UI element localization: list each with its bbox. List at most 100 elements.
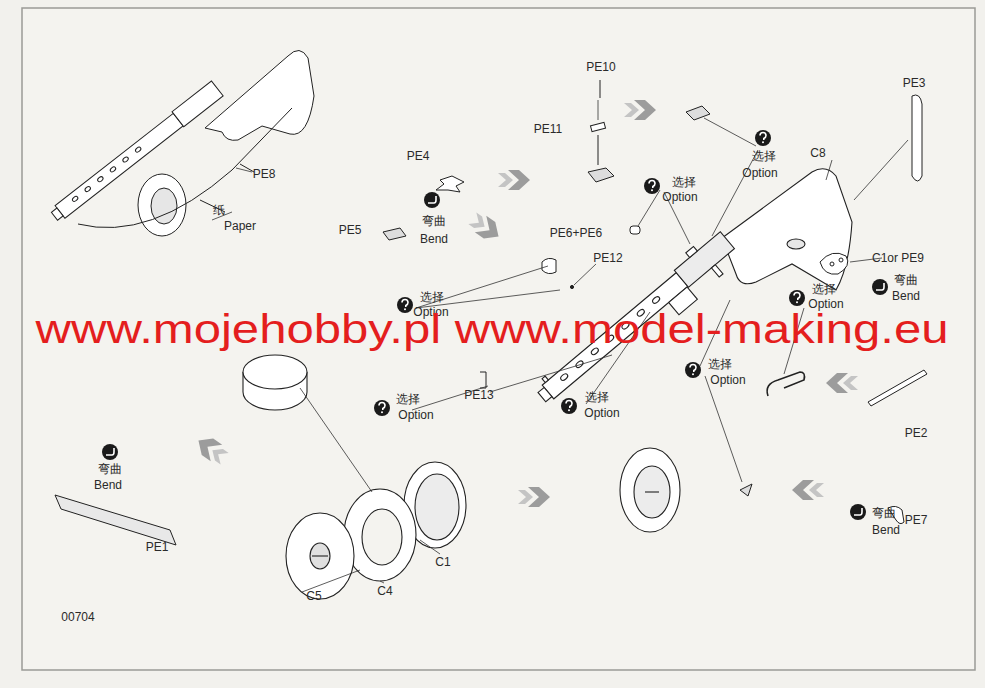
assembly-arrow — [193, 100, 858, 507]
watermark: www.mojehobby.pl www.model-making.eu — [36, 309, 949, 349]
leader-line — [574, 264, 596, 285]
small-part — [820, 253, 848, 274]
option-icon — [566, 401, 572, 409]
small-part — [480, 372, 486, 388]
leader-line — [302, 570, 360, 592]
option-icon — [568, 409, 570, 411]
gun-body — [722, 169, 852, 290]
small-part — [912, 95, 922, 181]
assembled-gun — [78, 108, 292, 228]
option-icon — [561, 398, 577, 414]
leader-line — [704, 118, 756, 146]
option-icon — [402, 300, 408, 308]
option-icon — [789, 290, 805, 306]
small-part — [868, 370, 927, 406]
drum-magazine — [243, 355, 307, 389]
assembly-arrow — [518, 487, 550, 507]
gun-body — [542, 376, 548, 382]
paper-label: Paper — [224, 220, 256, 234]
kit-number: 00704 — [61, 611, 94, 625]
option-icon — [789, 290, 805, 306]
assembly-arrow — [624, 100, 656, 120]
bend-icon — [428, 196, 436, 203]
part-label: PE13 — [464, 389, 493, 403]
leader-line — [705, 376, 742, 482]
option-icon — [685, 362, 701, 378]
option-icon — [561, 398, 577, 414]
leader-line — [854, 140, 908, 200]
bend-label: Bend — [420, 233, 448, 247]
drum-magazine — [310, 543, 330, 569]
option-icon — [374, 400, 390, 416]
bend-icon — [876, 283, 884, 290]
assembly-arrow — [467, 210, 505, 245]
option-label: 选择 — [672, 176, 696, 190]
bend-label: 弯曲 — [894, 274, 918, 288]
part-label: PE12 — [593, 252, 622, 266]
option-icon — [644, 178, 660, 194]
part-label: PE2 — [905, 427, 928, 441]
assembly-arrow — [193, 432, 231, 467]
small-part — [570, 285, 573, 288]
assembled-gun — [51, 208, 63, 220]
option-label: 选择 — [812, 283, 836, 297]
part-label: PE6+PE6 — [550, 227, 602, 241]
option-icon — [651, 189, 653, 191]
option-label: 选择 — [585, 391, 609, 405]
small-part — [55, 495, 176, 545]
small-part — [630, 226, 640, 234]
assembled-gun — [122, 156, 129, 163]
part-label: PE3 — [903, 77, 926, 91]
assembled-gun — [172, 81, 223, 127]
small-part — [383, 228, 406, 240]
leader-line — [420, 540, 440, 554]
bend-icon — [424, 192, 440, 208]
option-label: Option — [662, 191, 697, 205]
gun-body — [787, 239, 805, 249]
gun-body — [674, 232, 734, 287]
assembly-arrow — [792, 480, 824, 500]
leader-line — [380, 581, 384, 583]
small-part — [686, 106, 710, 120]
part-label: C5 — [306, 590, 321, 604]
small-part — [740, 484, 752, 496]
gun-body — [530, 169, 852, 416]
small-part — [436, 176, 464, 192]
drum-magazine — [634, 466, 670, 518]
part-label: PE5 — [339, 224, 362, 238]
small-part — [600, 80, 601, 98]
assembly-arrow — [826, 373, 858, 393]
assembled-gun — [48, 81, 223, 223]
small-part — [588, 168, 614, 182]
option-icon — [374, 130, 805, 416]
part-label: PE7 — [905, 514, 928, 528]
drum-magazine — [645, 491, 659, 492]
drum-magazine — [415, 474, 459, 540]
option-icon — [794, 293, 800, 301]
small-part — [830, 262, 834, 266]
leader-line — [490, 355, 612, 392]
option-icon — [381, 411, 383, 413]
assembled-gun — [97, 176, 104, 183]
assembled-gun — [48, 50, 314, 236]
option-icon — [755, 130, 771, 146]
assembled-gun — [138, 174, 186, 236]
option-label: 选择 — [420, 291, 444, 305]
option-label: 选择 — [708, 358, 732, 372]
bend-icon — [850, 504, 866, 520]
bend-label: 弯曲 — [422, 215, 446, 229]
option-icon — [379, 403, 385, 411]
gun-body — [538, 387, 552, 401]
part-label: C8 — [810, 147, 825, 161]
leader-line — [598, 100, 599, 120]
assembled-gun — [84, 186, 91, 193]
assembly-arrow — [498, 170, 530, 190]
leader-line — [638, 190, 660, 226]
assembly-arrow — [624, 103, 639, 117]
option-label: Option — [584, 407, 619, 421]
bend-icon — [102, 444, 118, 460]
bend-icon — [872, 279, 888, 295]
assembled-gun — [135, 146, 142, 153]
part-label: C1or PE9 — [872, 252, 924, 266]
